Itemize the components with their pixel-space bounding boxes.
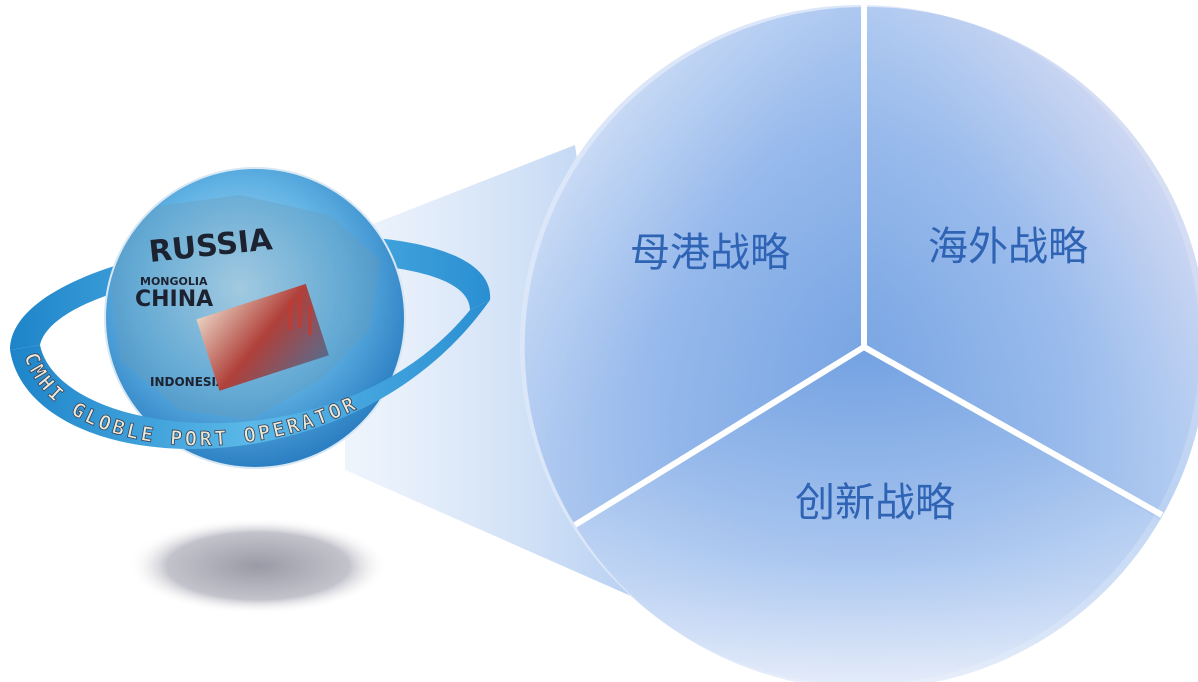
globe-map: RUSSIA MONGOLIA CHINA INDONESIA xyxy=(110,195,380,420)
logo-shadow xyxy=(128,518,388,614)
segment-home-port xyxy=(524,7,864,525)
segment-label-home-port: 母港战略 xyxy=(630,230,790,276)
globe-label-china: CHINA xyxy=(135,287,213,312)
crane-icons xyxy=(288,295,312,335)
port-photo xyxy=(196,283,329,391)
globe-outline xyxy=(104,167,406,469)
divider-line-right xyxy=(862,344,1164,518)
divider-line-left xyxy=(573,344,866,528)
segment-label-innovation: 创新战略 xyxy=(795,480,955,526)
segment-innovation xyxy=(575,347,1160,682)
cmhi-logo: RUSSIA MONGOLIA CHINA INDONESIA CMHI GLO… xyxy=(10,167,491,614)
strategy-circle: 母港战略 海外战略 创新战略 xyxy=(520,5,1198,682)
globe-label-indonesia: INDONESIA xyxy=(150,375,226,389)
segment-label-overseas: 海外战略 xyxy=(928,224,1088,270)
globe-label-mongolia: MONGOLIA xyxy=(140,275,208,288)
